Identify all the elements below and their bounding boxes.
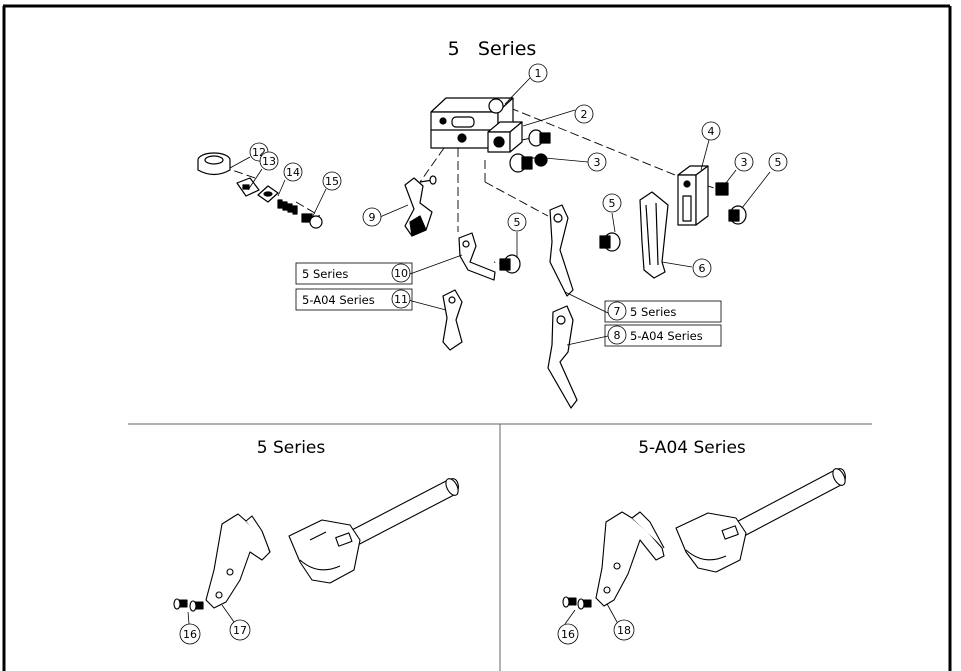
bubble-5b-number: 5 [609, 197, 616, 210]
bubble-5a: 5 [768, 152, 788, 172]
bubble-14: 14 [283, 162, 303, 182]
bubble-5b: 5 [602, 193, 622, 213]
panel-right-title: 5-A04 Series [638, 438, 746, 458]
variant-box-right [604, 300, 722, 347]
part-11-bracket [442, 289, 463, 351]
bubble-18: 18 [613, 619, 635, 641]
label-10-text: 5 Series [302, 267, 348, 281]
bubble-8-number: 8 [614, 329, 621, 342]
part-6-lever [639, 191, 669, 279]
parts-12-15 [197, 152, 323, 229]
screw-5-set [499, 205, 747, 274]
part-7-arm [549, 204, 574, 297]
bubble-10: 10 [391, 263, 411, 283]
spring-14 [277, 199, 298, 215]
bubble-3b-number: 3 [741, 156, 748, 169]
part-8-arm [547, 305, 578, 409]
bubble-10-number: 10 [394, 267, 408, 280]
part-10-bracket [458, 232, 496, 281]
bubble-8: 8 [607, 325, 627, 345]
bubble-17: 17 [229, 619, 251, 641]
label-11-text: 5-A04 Series [302, 293, 375, 307]
bubble-17-number: 17 [233, 624, 247, 637]
part-4-bracket [677, 165, 729, 226]
bubble-16a-number: 16 [183, 628, 197, 641]
leader-lines [187, 77, 771, 625]
panel-left-title: 5 Series [257, 438, 326, 458]
bubble-5c: 5 [507, 212, 527, 232]
bubble-16a: 16 [179, 623, 201, 645]
bubble-7-number: 7 [614, 305, 621, 318]
left-assembly [173, 478, 459, 612]
bubble-1-number: 1 [535, 67, 542, 80]
bubble-13: 13 [259, 151, 279, 171]
bubble-18-number: 18 [617, 624, 631, 637]
bubble-5a-number: 5 [775, 156, 782, 169]
bubble-2-number: 2 [581, 108, 588, 121]
bubble-3a: 3 [587, 152, 607, 172]
bubble-7: 7 [607, 301, 627, 321]
bubble-3b: 3 [734, 152, 754, 172]
bubble-5c-number: 5 [514, 216, 521, 229]
bubble-1: 1 [528, 63, 548, 83]
bubble-4: 4 [701, 121, 721, 141]
bubble-16b: 16 [557, 623, 579, 645]
bubble-16b-number: 16 [561, 628, 575, 641]
main-title: 5 Series [448, 38, 537, 60]
label-8-text: 5-A04 Series [630, 329, 703, 343]
bubble-11: 11 [391, 289, 411, 309]
bubble-6: 6 [692, 258, 712, 278]
exploded-view [197, 97, 747, 409]
bubble-14-number: 14 [286, 166, 300, 179]
bubble-6-number: 6 [699, 262, 706, 275]
part-9-lever [404, 175, 437, 237]
bubble-9: 9 [362, 207, 382, 227]
bubble-9-number: 9 [369, 211, 376, 224]
outer-border [2, 4, 952, 671]
bubble-15: 15 [322, 171, 342, 191]
label-7-text: 5 Series [630, 305, 676, 319]
panel-dividers [128, 423, 872, 671]
right-assembly [562, 468, 846, 610]
bubble-3a-number: 3 [594, 156, 601, 169]
variant-box-left [295, 262, 413, 311]
bubble-2: 2 [574, 104, 594, 124]
bubble-15-number: 15 [325, 175, 339, 188]
part-2-block [487, 121, 523, 153]
screw-3-set [509, 129, 551, 173]
bubble-13-number: 13 [262, 155, 276, 168]
bubble-11-number: 11 [394, 293, 408, 306]
bubble-4-number: 4 [708, 125, 715, 138]
